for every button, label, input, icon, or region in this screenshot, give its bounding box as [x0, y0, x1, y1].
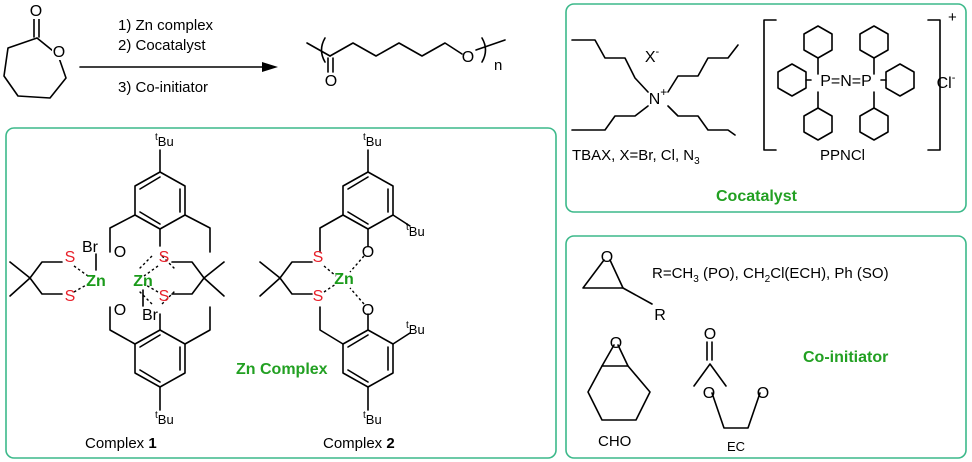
complex2-oxygen-atom: O	[362, 302, 374, 319]
complex2-tbu-top: tBu	[363, 132, 382, 149]
complex2-sulfur-atom: S	[313, 288, 324, 305]
complex1-sulfur-atom: S	[65, 249, 76, 266]
cocatalyst-panel	[565, 3, 967, 213]
coinitiator-panel	[565, 235, 967, 459]
ppncl-label: PPNCl	[820, 147, 865, 164]
complex2-tbu-ortho-bottom: tBu	[406, 320, 425, 337]
polymer-ester-oxygen: O	[462, 49, 474, 66]
epoxide-r-description: R=CH3 (PO), CH2Cl(ECH), Ph (SO)	[652, 265, 889, 285]
tbax-anion: X-	[645, 46, 660, 66]
ppn-counter-ion: Cl-	[937, 72, 956, 92]
complex1-zinc-atom: Zn	[86, 273, 106, 290]
polycaprolactone-structure: O O n	[306, 37, 506, 90]
complex2-sulfur-atom: S	[313, 249, 324, 266]
tbax-label: TBAX, X=Br, Cl, N3	[572, 147, 700, 167]
complex1-oxygen-atom: O	[114, 244, 126, 261]
complex2-zinc-atom: Zn	[334, 271, 354, 288]
complex1-oxygen-atom: O	[114, 302, 126, 319]
complex1-bromine-atom: Br	[82, 239, 99, 256]
zn-complex-panel	[5, 127, 557, 459]
carbonyl-oxygen-atom: O	[30, 3, 42, 20]
complex-1-structure	[9, 149, 225, 411]
complex-2-structure	[259, 149, 411, 411]
tbax-structure	[571, 39, 739, 136]
cho-label: CHO	[598, 433, 631, 450]
ppn-bracket-charge: +	[948, 9, 957, 26]
complex2-tbu-bottom: tBu	[363, 410, 382, 427]
condition-coinitiator: 3) Co-initiator	[118, 79, 208, 96]
reaction-arrow	[79, 62, 278, 72]
coinitiator-title: Co-initiator	[803, 349, 888, 366]
ppncl-structure	[763, 19, 941, 151]
cocatalyst-title: Cocatalyst	[716, 188, 798, 205]
complex-1-label: Complex 1	[85, 435, 157, 452]
tbax-nitrogen-atom: N+	[649, 85, 668, 108]
complex1-bromine-atom: Br	[142, 307, 159, 324]
complex1-tbu-bottom: tBu	[155, 410, 174, 427]
condition-zn-complex: 1) Zn complex	[118, 17, 214, 34]
complex1-zinc-atom: Zn	[133, 273, 153, 290]
repeat-unit-n: n	[494, 57, 502, 74]
caprolactone-structure: O O	[3, 3, 67, 99]
ring-oxygen-atom: O	[53, 44, 65, 61]
polymer-carbonyl-oxygen: O	[325, 73, 337, 90]
complex1-sulfur-atom: S	[159, 288, 170, 305]
complex1-sulfur-atom: S	[65, 288, 76, 305]
ec-label: EC	[727, 439, 745, 454]
complex2-oxygen-atom: O	[362, 244, 374, 261]
condition-cocatalyst: 2) Cocatalyst	[118, 37, 206, 54]
complex-2-label: Complex 2	[323, 435, 395, 452]
ppn-core: P=N=P	[820, 73, 872, 90]
ec-ring-oxygen: O	[703, 385, 715, 402]
ec-ring-oxygen: O	[757, 385, 769, 402]
epoxide-oxygen-atom: O	[601, 249, 613, 266]
ec-carbonyl-oxygen: O	[704, 326, 716, 343]
complex2-tbu-ortho-top: tBu	[406, 222, 425, 239]
complex1-tbu-top: tBu	[155, 132, 174, 149]
complex1-sulfur-atom: S	[159, 249, 170, 266]
cho-structure	[587, 344, 651, 421]
epoxide-r-group: R	[654, 307, 666, 324]
zn-complex-title: Zn Complex	[236, 361, 328, 378]
epoxide-structure	[582, 259, 653, 305]
ec-structure	[693, 341, 761, 429]
cho-oxygen-atom: O	[610, 335, 622, 352]
